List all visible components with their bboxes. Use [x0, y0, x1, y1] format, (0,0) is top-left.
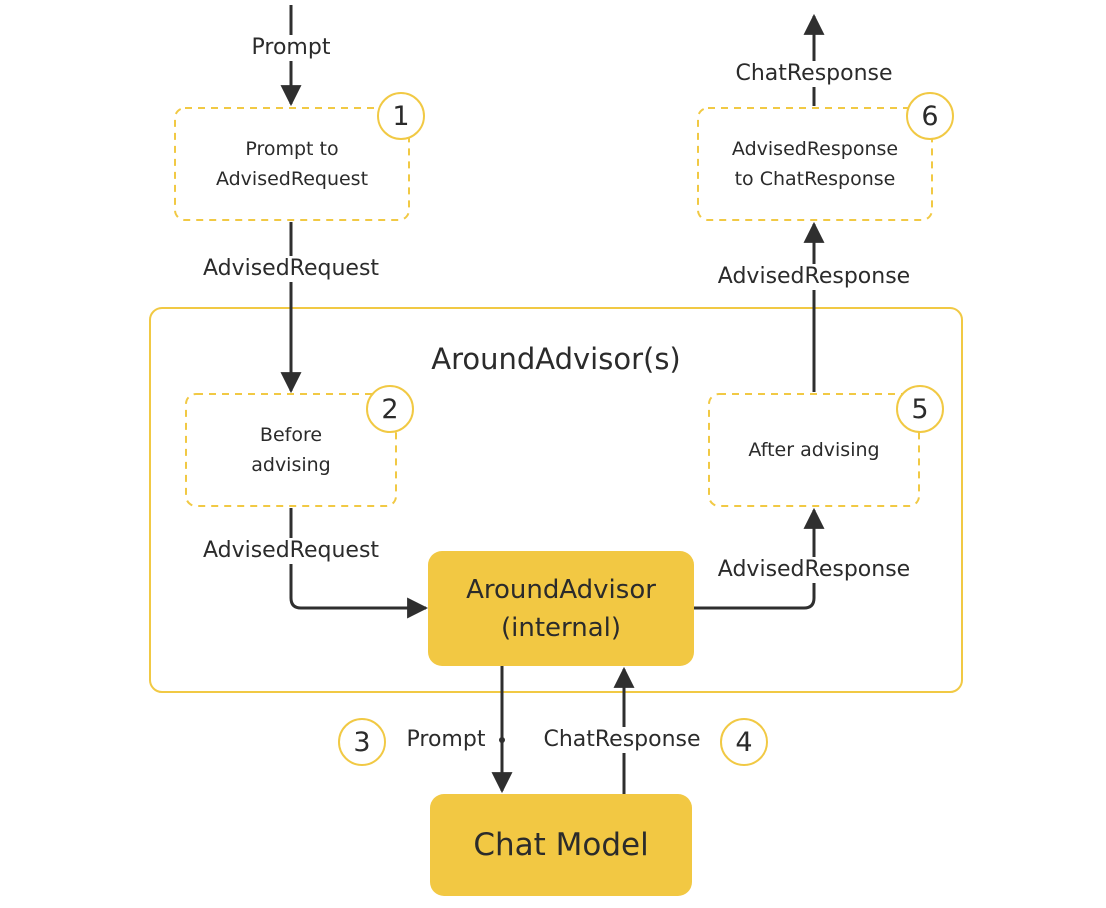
step-3-number: 3: [338, 718, 386, 766]
advisor-group-title: AroundAdvisor(s): [431, 342, 681, 376]
edge-label-chat-response-out: ChatResponse: [733, 61, 895, 87]
step-2-number: 2: [366, 385, 414, 433]
step-6-number: 6: [906, 92, 954, 140]
step-4-number: 4: [720, 718, 768, 766]
step-6-box: [697, 107, 933, 221]
step-1-number: 1: [377, 92, 425, 140]
prompt-junction-dot: [499, 737, 505, 743]
edge-label-advised-response-2: AdvisedResponse: [715, 264, 913, 290]
edge-advised-request-2: [289, 508, 429, 619]
edge-advised-response-1: [694, 507, 825, 610]
step-5-box: [708, 393, 920, 507]
step-5-number: 5: [896, 385, 944, 433]
edge-label-advised-request-1: AdvisedRequest: [200, 256, 382, 282]
step-1-box: [174, 107, 410, 221]
edge-label-advised-response-1: AdvisedResponse: [715, 557, 913, 583]
chat-model-node: Chat Model: [430, 794, 692, 896]
step-5-text: After advising: [748, 439, 880, 461]
step-2-text: Before advising: [251, 424, 331, 476]
edge-label-advised-request-2: AdvisedRequest: [200, 538, 382, 564]
advisor-group-frame: [149, 307, 963, 693]
around-advisor-internal-node: AroundAdvisor (internal): [428, 551, 694, 666]
edge-label-prompt-in: Prompt: [249, 35, 333, 61]
step-6-text: AdvisedResponse to ChatResponse: [731, 138, 899, 190]
step-1-text: Prompt to AdvisedRequest: [215, 138, 369, 190]
edge-label-chat-response-up: ChatResponse: [541, 727, 703, 753]
edge-label-prompt-down: Prompt: [406, 727, 486, 752]
step-2-box: [185, 393, 397, 507]
